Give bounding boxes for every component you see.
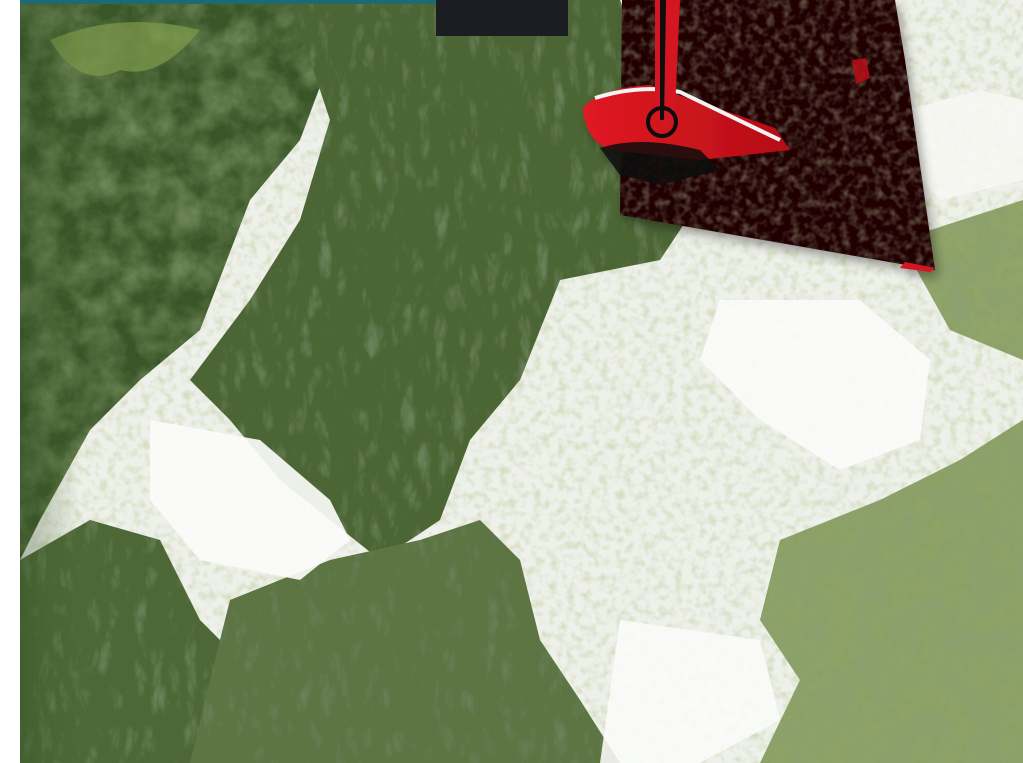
- wing-stripe: [594, 87, 781, 142]
- snow-field-bottom: [600, 620, 780, 763]
- top-frame-edge: [20, 0, 440, 4]
- wing: [583, 85, 790, 160]
- wing-inset-photo: [583, 0, 935, 272]
- wing-shadow: [600, 141, 720, 185]
- snow-field-center: [700, 300, 930, 470]
- meadow-clearing: [50, 22, 200, 76]
- landing-gear: [646, 106, 678, 138]
- page-margin: [0, 0, 20, 763]
- top-dark-tab: [436, 0, 568, 36]
- snow-field-left: [150, 420, 350, 580]
